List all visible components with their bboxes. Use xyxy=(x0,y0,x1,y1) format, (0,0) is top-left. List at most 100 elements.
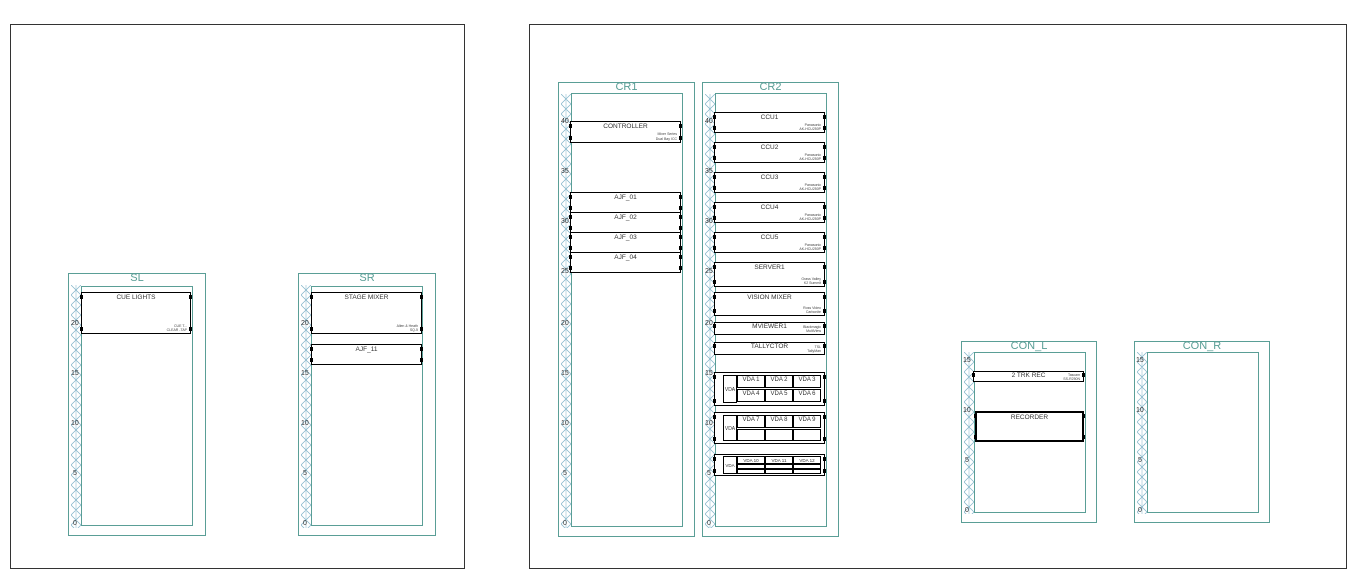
rack-mount-ear xyxy=(713,375,716,379)
vda-cell[interactable]: VDA 7 xyxy=(737,415,765,428)
unit-number: 10 xyxy=(963,407,971,414)
device-sublabel: AK-HCU250P xyxy=(799,127,821,131)
rack-mount-ear xyxy=(823,175,826,179)
vda-cell[interactable]: VDA 5 xyxy=(765,389,793,402)
device-ajf-03[interactable]: AJF_03 xyxy=(570,232,681,253)
rack-mount-ear xyxy=(713,265,716,269)
device-ajf-02[interactable]: AJF_02 xyxy=(570,212,681,233)
device-sublabel: Tascam xyxy=(1067,373,1080,377)
rack-mount-ear xyxy=(569,195,572,199)
device-ccu3[interactable]: CCU3 Panasonic AK-HCU250P xyxy=(714,172,825,193)
rack-mount-ear xyxy=(420,358,423,362)
rack-mount-ear xyxy=(713,175,716,179)
rack-mount-ear xyxy=(569,266,572,270)
device-sublabel: K2 Summit xyxy=(803,281,821,285)
vda-cell[interactable]: VDA 2 xyxy=(765,375,793,388)
device-label: CCU3 xyxy=(760,174,779,181)
rack-mount-ear xyxy=(823,186,826,190)
vda-cell[interactable]: VDA 12 xyxy=(793,456,821,464)
unit-number: 10 xyxy=(561,420,569,427)
vda-cell[interactable]: VDA 3 xyxy=(793,375,821,388)
rack-mount-ear xyxy=(713,437,716,441)
rack-sr[interactable]: SR xyxy=(298,272,436,536)
unit-number: 5 xyxy=(73,470,77,477)
rack-mount-ear xyxy=(713,216,716,220)
device-server1[interactable]: SERVER1 Grass Valley K2 Summit xyxy=(714,262,825,287)
unit-number: 5 xyxy=(303,470,307,477)
device-sublabel: Panasonic xyxy=(804,213,821,217)
vda-cell[interactable]: VDA 6 xyxy=(793,389,821,402)
rack-mount-ear xyxy=(823,115,826,119)
unit-number: 0 xyxy=(303,520,307,527)
rack-mount-ear xyxy=(310,295,313,299)
device-ajf-01[interactable]: AJF_01 xyxy=(570,192,681,213)
rack-title: SR xyxy=(359,272,375,284)
device-stage-mixer[interactable]: STAGE MIXER Allen & Heath SQ-5 xyxy=(311,292,422,334)
device-label: CONTROLLER xyxy=(603,123,648,130)
device-label: RECORDER xyxy=(1010,414,1049,421)
unit-number: 40 xyxy=(561,118,569,125)
device-ccu4[interactable]: CCU4 Panasonic AK-HCU250P xyxy=(714,202,825,223)
vda-cell[interactable]: VDA 8 xyxy=(765,415,793,428)
vda-cell[interactable]: VDA 9 xyxy=(793,415,821,428)
device-cue-lights[interactable]: CUE LIGHTS CUE T... CLEAR -TAP xyxy=(81,292,191,334)
unit-number: 20 xyxy=(561,320,569,327)
rack-sl[interactable]: SL xyxy=(68,272,206,536)
rack-con-r[interactable]: CON_R xyxy=(1134,340,1270,523)
device-sublabel: Panasonic xyxy=(804,123,821,127)
device-sublabel: AK-HCU250P xyxy=(799,247,821,251)
device-ccu2[interactable]: CCU2 Panasonic AK-HCU250P xyxy=(714,142,825,163)
device-ajf-04[interactable]: AJF_04 xyxy=(570,252,681,273)
right-drawing-sheet xyxy=(529,24,1347,569)
rack-title: CR2 xyxy=(759,81,782,93)
vda-frame-3[interactable]: VDA VDA 10 VDA 11 VDA 12 xyxy=(714,454,825,476)
rack-mount-ear xyxy=(679,124,682,128)
vda-empty-slot xyxy=(765,429,793,441)
vda-cell[interactable]: VDA 11 xyxy=(765,456,793,464)
vda-cell[interactable]: VDA 1 xyxy=(737,375,765,388)
device-recorder[interactable]: RECORDER xyxy=(975,411,1084,442)
device-ccu1[interactable]: CCU1 Panasonic AK-HCU250P xyxy=(714,112,825,133)
rack-mount-ear xyxy=(823,309,826,313)
device-ccu5[interactable]: CCU5 Panasonic AK-HCU250P xyxy=(714,232,825,253)
vda-empty-slot xyxy=(737,469,765,474)
vda-frame-2[interactable]: VDA VDA 7 VDA 8 VDA 9 xyxy=(714,412,825,444)
rack-title: CON_R xyxy=(1182,340,1222,352)
device-label: SERVER1 xyxy=(754,264,785,271)
rack-cr1[interactable]: CR1 xyxy=(558,81,695,537)
device-mviewer1[interactable]: MVIEWER1 Blackmagic MultiView xyxy=(714,322,825,335)
device-label: AJF_04 xyxy=(614,254,637,261)
device-sublabel: Ross Video xyxy=(803,306,821,310)
rack-mount-ear xyxy=(823,344,826,348)
device-label: AJF_02 xyxy=(614,214,637,221)
rack-mount-ear xyxy=(972,373,975,377)
vda-cell[interactable]: VDA 10 xyxy=(737,456,765,464)
vda-frame-1[interactable]: VDA VDA 1 VDA 2 VDA 3 VDA 4 VDA 5 VDA 6 xyxy=(714,372,825,406)
rack-mount-ear xyxy=(713,399,716,403)
rack-mount-ear xyxy=(80,327,83,331)
device-ajf-11[interactable]: AJF_11 xyxy=(311,344,422,365)
device-label: AJF_01 xyxy=(614,194,637,201)
rack-rail xyxy=(705,94,715,528)
rack-mount-ear xyxy=(974,435,977,439)
rack-con-l[interactable]: CON_L xyxy=(961,340,1097,523)
rack-mount-ear xyxy=(713,246,716,250)
device-label: 2 TRK REC xyxy=(1011,372,1046,379)
device-label: MVIEWER1 xyxy=(752,323,787,330)
rack-mount-ear xyxy=(713,469,716,473)
rack-mount-ear xyxy=(823,280,826,284)
rack-mount-ear xyxy=(569,226,572,230)
unit-number: 0 xyxy=(965,507,969,514)
vda-cell[interactable]: VDA 4 xyxy=(737,389,765,402)
rack-title: SL xyxy=(130,272,144,284)
unit-number: 5 xyxy=(707,470,711,477)
device-tallyctor[interactable]: TALLYCTOR TSL TallyMan xyxy=(714,342,825,355)
device-controller[interactable]: CONTROLLER Mixer Series Dual Bay ICC xyxy=(570,121,681,143)
device-2-trk-rec[interactable]: 2 TRK REC Tascam SS-R250N xyxy=(973,371,1084,382)
rack-mount-ear xyxy=(420,295,423,299)
rack-mount-ear xyxy=(713,280,716,284)
rack-mount-ear xyxy=(823,324,826,328)
device-label: CCU2 xyxy=(760,144,779,151)
device-sublabel: SS-R250N xyxy=(1063,377,1080,381)
device-vision-mixer[interactable]: VISION MIXER Ross Video Carbonite xyxy=(714,292,825,316)
